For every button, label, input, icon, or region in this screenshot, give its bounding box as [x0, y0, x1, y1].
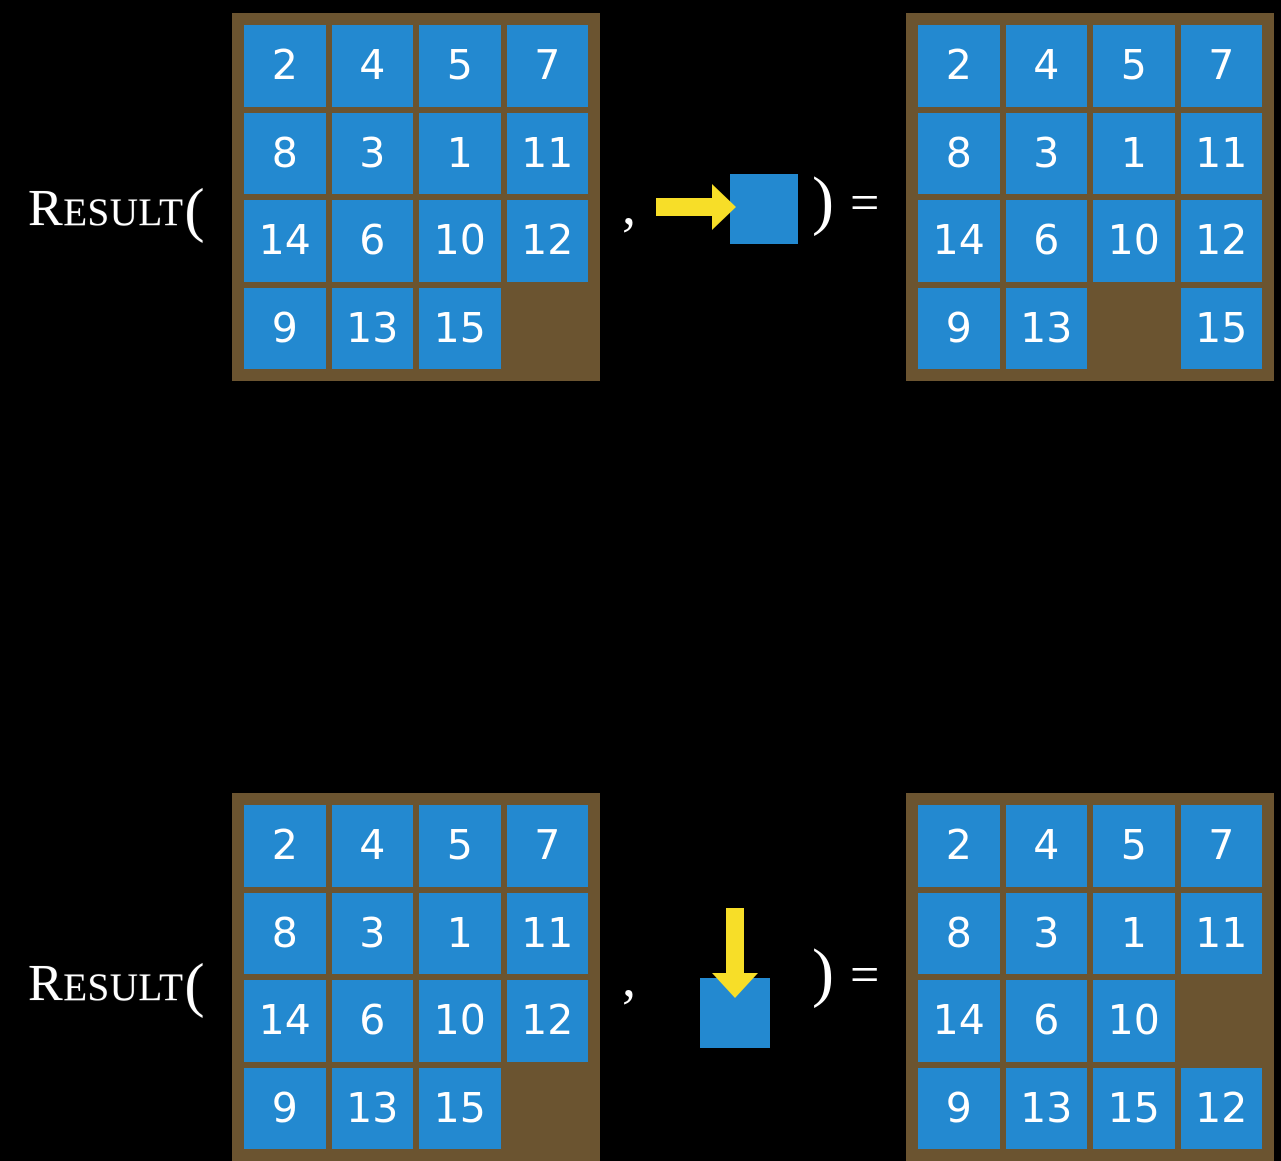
tile[interactable]: 9	[244, 1067, 326, 1149]
input-board-top: 2 4 5 7 8 3 1 11 14 6 10 12 9 13 15	[232, 13, 600, 381]
tile[interactable]: 11	[506, 112, 588, 194]
result-rest-top: ESULT	[63, 191, 184, 234]
tile[interactable]: 2	[244, 25, 326, 107]
equals-sign-bottom: =	[850, 947, 880, 1004]
tile[interactable]: 15	[1093, 1067, 1175, 1149]
blank-tile	[1181, 980, 1263, 1062]
output-board-bottom: 2 4 5 7 8 3 1 11 14 6 10 9 13 15 12	[906, 793, 1274, 1161]
tile[interactable]: 13	[331, 287, 413, 369]
blank-tile	[1093, 288, 1175, 370]
tile[interactable]: 3	[1005, 112, 1087, 194]
tile[interactable]: 5	[1093, 805, 1175, 887]
tile[interactable]: 11	[506, 892, 588, 974]
tile[interactable]: 11	[1180, 892, 1262, 974]
tile[interactable]: 13	[1005, 1067, 1087, 1149]
output-board-bottom-grid: 2 4 5 7 8 3 1 11 14 6 10 9 13 15 12	[918, 805, 1262, 1149]
tile[interactable]: 14	[918, 200, 1000, 282]
tile[interactable]: 1	[1093, 892, 1175, 974]
blank-tile	[507, 288, 589, 370]
tile[interactable]: 7	[506, 25, 588, 107]
tile[interactable]: 4	[331, 25, 413, 107]
tile[interactable]: 10	[419, 980, 501, 1062]
tile[interactable]: 8	[918, 892, 1000, 974]
tile[interactable]: 15	[419, 287, 501, 369]
result-initial-bottom: R	[28, 955, 64, 1012]
result-rest-bottom: ESULT	[63, 966, 184, 1009]
tile[interactable]: 7	[1180, 25, 1262, 107]
tile[interactable]: 12	[506, 200, 588, 282]
open-paren-bottom: (	[184, 952, 205, 1018]
tile[interactable]: 14	[918, 980, 1000, 1062]
tile[interactable]: 14	[244, 200, 326, 282]
tile[interactable]: 10	[1093, 200, 1175, 282]
close-paren-top: )	[812, 164, 834, 237]
tile[interactable]: 1	[419, 892, 501, 974]
move-left-action-top	[650, 165, 810, 260]
tile[interactable]: 13	[331, 1067, 413, 1149]
tile[interactable]: 1	[419, 112, 501, 194]
tile[interactable]: 6	[1005, 980, 1087, 1062]
tile[interactable]: 12	[1180, 1067, 1262, 1149]
tile[interactable]: 6	[331, 200, 413, 282]
tile[interactable]: 13	[1005, 287, 1087, 369]
tile[interactable]: 8	[918, 112, 1000, 194]
equation-row-top: RESULT( 2 4 5 7 8 3 1 11 14 6 10 12 9 13…	[0, 0, 1281, 390]
arrow-right-icon	[656, 184, 736, 230]
move-up-action-bottom	[690, 895, 810, 1060]
equation-row-bottom: RESULT( 2 4 5 7 8 3 1 11 14 6 10 12 9 13…	[0, 390, 1281, 1161]
input-board-top-grid: 2 4 5 7 8 3 1 11 14 6 10 12 9 13 15	[244, 25, 588, 369]
comma-separator-top: ,	[622, 175, 636, 237]
input-board-bottom: 2 4 5 7 8 3 1 11 14 6 10 12 9 13 15	[232, 793, 600, 1161]
tile[interactable]: 12	[1180, 200, 1262, 282]
tile[interactable]: 14	[244, 980, 326, 1062]
tile[interactable]: 2	[918, 25, 1000, 107]
tile[interactable]: 2	[244, 805, 326, 887]
tile[interactable]: 3	[1005, 892, 1087, 974]
tile[interactable]: 9	[918, 1067, 1000, 1149]
open-paren-top: (	[184, 177, 205, 243]
equals-sign-top: =	[850, 175, 880, 232]
tile[interactable]: 8	[244, 892, 326, 974]
tile[interactable]: 7	[506, 805, 588, 887]
tile[interactable]: 10	[419, 200, 501, 282]
tile[interactable]: 1	[1093, 112, 1175, 194]
tile[interactable]: 10	[1093, 980, 1175, 1062]
tile[interactable]: 9	[918, 287, 1000, 369]
action-tile-top	[730, 174, 798, 244]
tile[interactable]: 15	[419, 1067, 501, 1149]
result-label-bottom: RESULT(	[28, 950, 204, 1015]
tile[interactable]: 8	[244, 112, 326, 194]
comma-separator-bottom: ,	[622, 947, 636, 1009]
tile[interactable]: 6	[331, 980, 413, 1062]
output-board-top: 2 4 5 7 8 3 1 11 14 6 10 12 9 13 15	[906, 13, 1274, 381]
tile[interactable]: 6	[1005, 200, 1087, 282]
tile[interactable]: 12	[506, 980, 588, 1062]
tile[interactable]: 3	[331, 112, 413, 194]
tile[interactable]: 4	[1005, 805, 1087, 887]
tile[interactable]: 5	[1093, 25, 1175, 107]
tile[interactable]: 11	[1180, 112, 1262, 194]
close-paren-bottom: )	[812, 936, 834, 1009]
tile[interactable]: 2	[918, 805, 1000, 887]
tile[interactable]: 3	[331, 892, 413, 974]
blank-tile	[507, 1068, 589, 1150]
arrow-down-icon	[712, 908, 758, 998]
tile[interactable]: 7	[1180, 805, 1262, 887]
tile[interactable]: 4	[331, 805, 413, 887]
tile[interactable]: 5	[419, 25, 501, 107]
tile[interactable]: 5	[419, 805, 501, 887]
output-board-top-grid: 2 4 5 7 8 3 1 11 14 6 10 12 9 13 15	[918, 25, 1262, 369]
result-initial-top: R	[28, 180, 64, 237]
tile[interactable]: 4	[1005, 25, 1087, 107]
result-label-top: RESULT(	[28, 175, 204, 240]
tile[interactable]: 15	[1180, 287, 1262, 369]
tile[interactable]: 9	[244, 287, 326, 369]
input-board-bottom-grid: 2 4 5 7 8 3 1 11 14 6 10 12 9 13 15	[244, 805, 588, 1149]
